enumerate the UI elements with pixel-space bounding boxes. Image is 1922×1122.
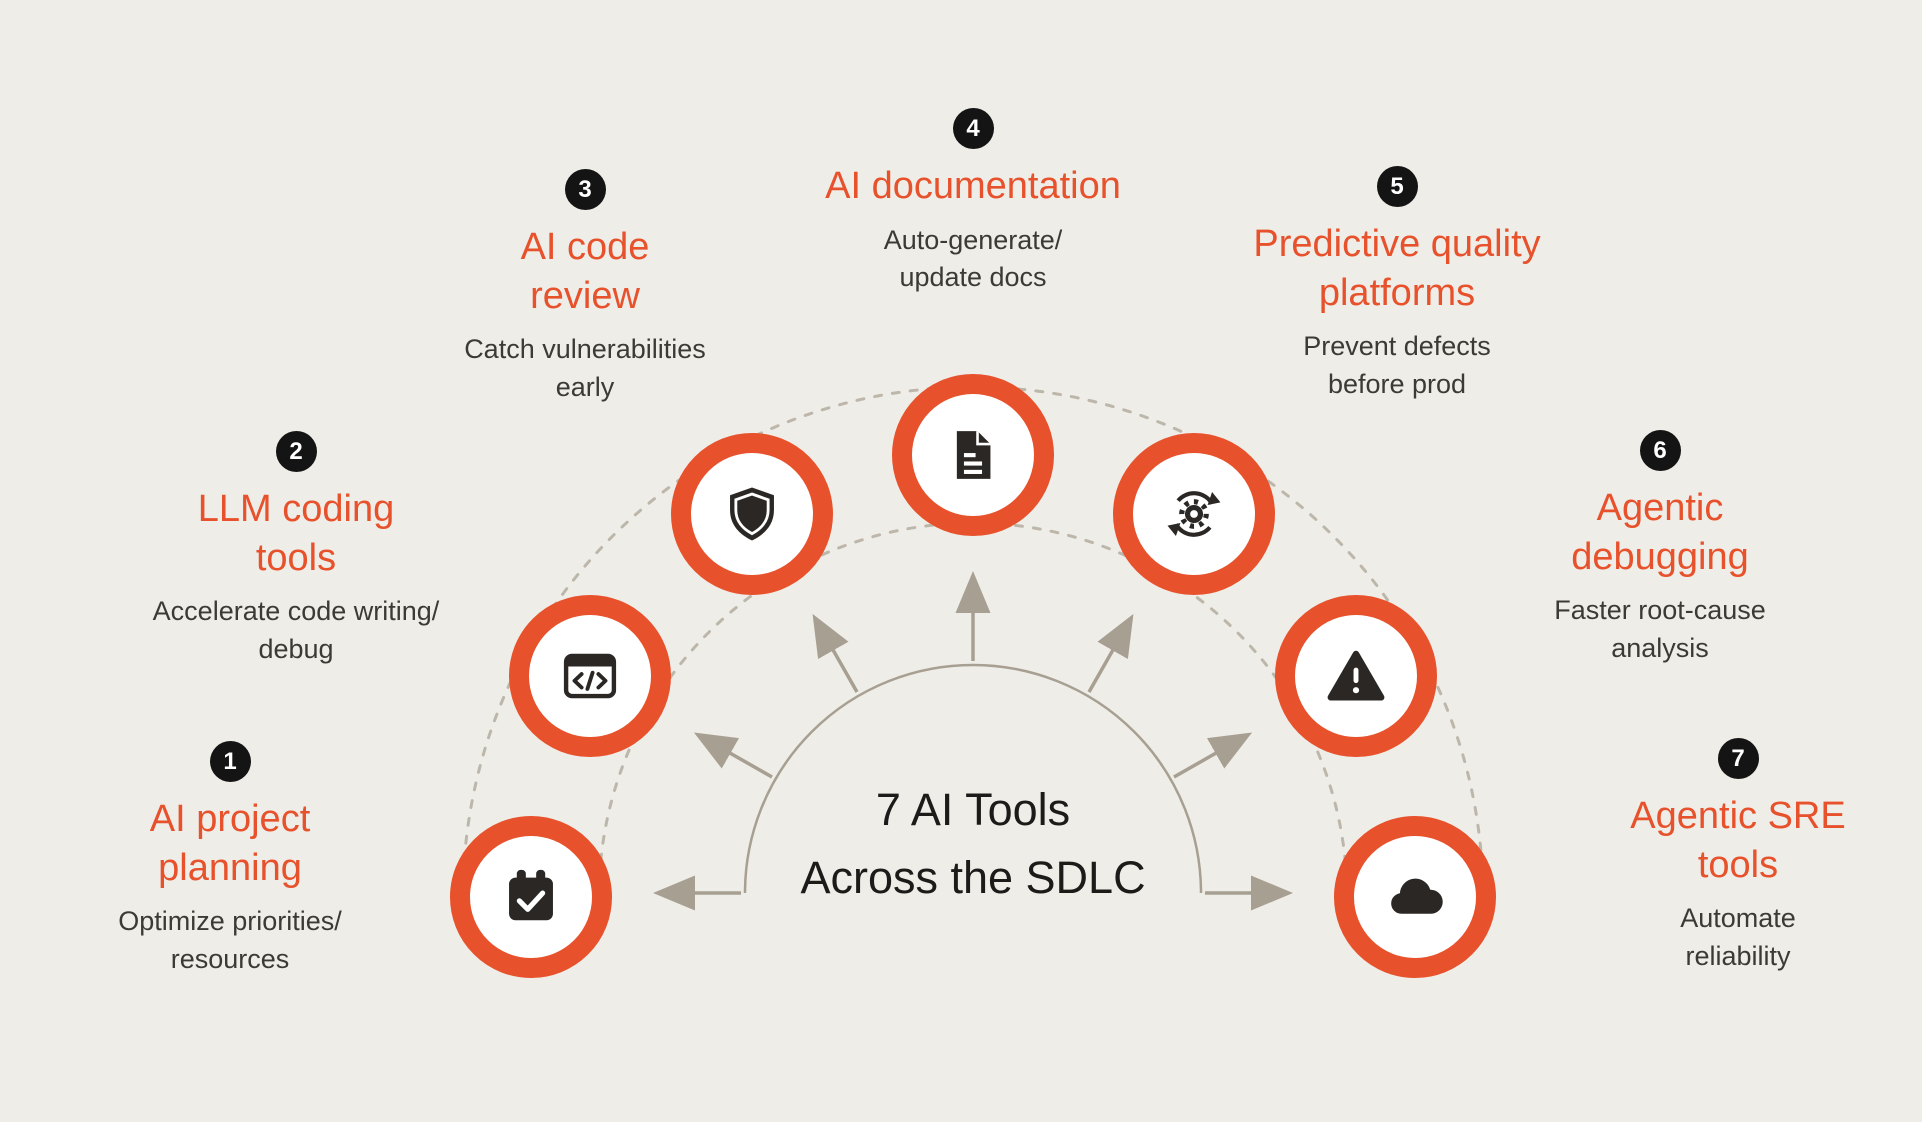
step-number-badge: 3 [564,169,606,210]
node-llm-coding-tools [509,595,671,757]
radial-arrows [653,571,1293,911]
arrow-to-quality [1087,613,1134,693]
center-title: 7 AI Tools Across the SDLC [800,784,1146,903]
step-number-badge: 2 [275,431,317,472]
step-number-badge: 4 [952,108,994,149]
item-title: Predictive quality platforms [1253,223,1541,314]
item-description: Accelerate code writing/ debug [152,596,440,665]
document-icon [956,431,991,479]
item-title: AI project planning [149,798,311,889]
item-title: Agentic SRE tools [1630,795,1846,886]
arrow-to-review [812,613,859,693]
item-ai-documentation: 4 AI documentation Auto-generate/ update… [763,108,1183,297]
step-number-badge: 5 [1376,166,1418,207]
node-agentic-debugging [1275,595,1437,757]
item-title: Agentic debugging [1571,487,1749,578]
item-ai-code-review: 3 AI code review Catch vulnerabilities e… [375,169,795,407]
node-predictive-quality [1113,433,1275,595]
step-number-badge: 1 [209,741,251,782]
item-description: Faster root-cause analysis [1554,595,1766,664]
item-title: AI documentation [825,165,1121,207]
node-ai-documentation [892,374,1054,536]
cloud-icon [1391,878,1443,914]
arrow-to-debugging [1173,732,1253,779]
node-agentic-sre [1334,816,1496,978]
step-number-badge: 7 [1717,738,1759,779]
item-description: Optimize priorities/ resources [118,906,342,975]
node-ai-code-review [671,433,833,595]
node-ai-project-planning [450,816,612,978]
item-description: Auto-generate/ update docs [883,224,1063,293]
item-ai-project-planning: 1 AI project planning Optimize prioritie… [20,741,440,979]
code-window-icon [563,653,617,699]
item-agentic-sre: 7 Agentic SRE tools Automate reliability [1528,738,1922,976]
item-description: Automate reliability [1680,903,1796,972]
item-description: Catch vulnerabilities early [464,334,706,403]
item-agentic-debugging: 6 Agentic debugging Faster root-cause an… [1450,430,1870,668]
center-arc [743,663,1203,894]
warning-triangle-icon [1327,650,1385,701]
item-description: Prevent defects before prod [1303,331,1491,400]
shield-icon [730,487,774,541]
arrow-to-coding [693,732,773,779]
item-llm-coding-tools: 2 LLM coding tools Accelerate code writi… [86,431,506,669]
step-number-badge: 6 [1639,430,1681,471]
item-title: AI code review [520,226,650,317]
calendar-check-icon [509,869,553,921]
item-title: LLM coding tools [197,488,395,579]
sync-gear-icon [1167,491,1221,537]
item-predictive-quality: 5 Predictive quality platforms Prevent d… [1187,166,1607,404]
